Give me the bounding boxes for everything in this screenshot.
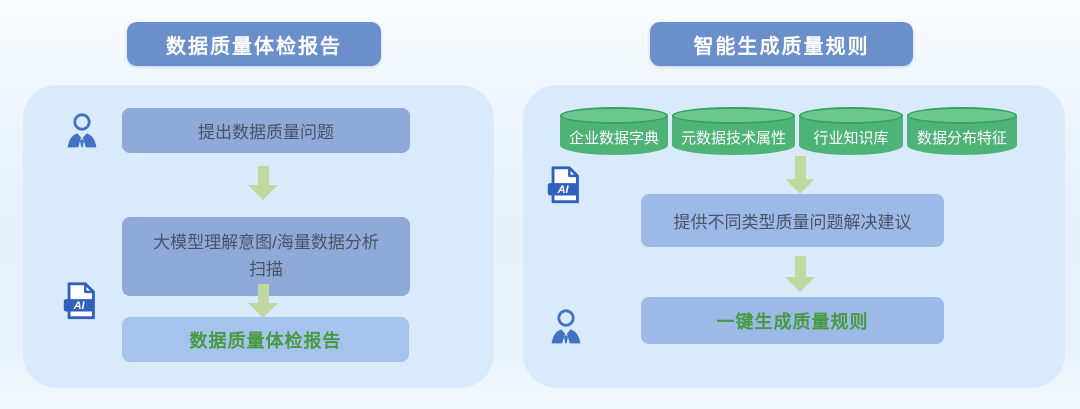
right-step-suggestions: 提供不同类型质量问题解决建议: [641, 194, 944, 247]
down-arrow-icon: [785, 156, 815, 194]
ai-document-icon: AI: [543, 164, 587, 206]
cylinder-label: 数据分布特征: [916, 129, 1007, 147]
cylinder-label: 元数据技术属性: [680, 129, 786, 147]
user-icon: [61, 107, 103, 151]
database-cylinder-data-distribution: 数据分布特征: [907, 107, 1017, 155]
cylinder-label: 行业知识库: [813, 129, 889, 147]
down-arrow-icon: [785, 256, 815, 292]
cylinder-label: 企业数据字典: [568, 129, 659, 147]
left-section-title: 数据质量体检报告: [127, 22, 381, 66]
database-cylinder-metadata-attributes: 元数据技术属性: [672, 107, 795, 155]
ai-document-icon: AI: [59, 280, 103, 322]
right-panel: 企业数据字典 元数据技术属性 行业知识库 数据分布特征 AI 提供不同类型质量问…: [523, 85, 1065, 388]
left-result-report: 数据质量体检报告: [122, 317, 409, 362]
cylinder-top: [799, 107, 903, 124]
left-panel: 提出数据质量问题 大模型理解意图/海量数据分析 扫描 AI 数据质量体检报告: [23, 85, 494, 388]
cylinder-top: [560, 107, 668, 124]
database-cylinder-enterprise-dictionary: 企业数据字典: [560, 107, 668, 155]
down-arrow-icon: [248, 284, 278, 318]
right-result-rules: 一键生成质量规则: [641, 297, 944, 344]
right-section-title: 智能生成质量规则: [650, 22, 913, 66]
left-step-raise-issue: 提出数据质量问题: [122, 108, 410, 153]
left-step-llm-analysis: 大模型理解意图/海量数据分析 扫描: [122, 217, 410, 296]
user-icon: [545, 303, 587, 347]
cylinder-top: [907, 107, 1017, 124]
database-cylinder-industry-knowledge: 行业知识库: [799, 107, 903, 155]
cylinder-top: [672, 107, 795, 124]
ai-label: AI: [557, 184, 570, 196]
ai-label: AI: [73, 300, 86, 312]
down-arrow-icon: [248, 166, 278, 200]
